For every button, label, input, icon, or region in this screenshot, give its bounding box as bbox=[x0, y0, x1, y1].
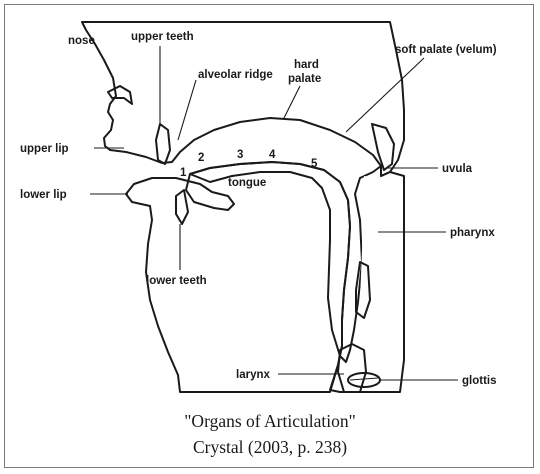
leader-soft-palate bbox=[346, 58, 424, 132]
label-uvula: uvula bbox=[442, 163, 473, 175]
tongue-point-1: 1 bbox=[180, 167, 187, 179]
leader-hard-palate bbox=[284, 86, 300, 118]
caption-source: Crystal (2003, p. 238) bbox=[0, 434, 540, 460]
tongue-point-4: 4 bbox=[269, 149, 276, 161]
label-upper-teeth: upper teeth bbox=[131, 31, 194, 43]
label-hard-palate-2: palate bbox=[288, 73, 321, 85]
label-glottis: glottis bbox=[462, 375, 497, 387]
label-tongue: tongue bbox=[228, 177, 266, 189]
tongue-point-5: 5 bbox=[311, 158, 318, 170]
figure-caption: "Organs of Articulation" Crystal (2003, … bbox=[0, 408, 540, 460]
tongue-point-2: 2 bbox=[198, 152, 204, 164]
label-hard-palate-1: hard bbox=[294, 59, 319, 71]
label-alveolar-ridge: alveolar ridge bbox=[198, 69, 273, 81]
tongue-point-3: 3 bbox=[237, 149, 243, 161]
oral-cavity bbox=[180, 124, 365, 170]
uvula-shape bbox=[372, 124, 394, 170]
upper-tooth-shape bbox=[156, 124, 170, 164]
label-soft-palate: soft palate (velum) bbox=[395, 44, 497, 56]
leader-alveolar-ridge bbox=[178, 80, 196, 140]
label-nose: nose bbox=[68, 35, 95, 47]
vocal-tract-diagram: nose upper teeth alveolar ridge hard pal… bbox=[0, 0, 540, 405]
caption-title: "Organs of Articulation" bbox=[0, 408, 540, 434]
label-lower-lip: lower lip bbox=[20, 189, 67, 201]
label-larynx: larynx bbox=[236, 369, 270, 381]
label-upper-lip: upper lip bbox=[20, 143, 69, 155]
label-pharynx: pharynx bbox=[450, 227, 495, 239]
label-lower-teeth: lower teeth bbox=[146, 275, 207, 287]
lower-tooth-shape bbox=[176, 190, 188, 224]
